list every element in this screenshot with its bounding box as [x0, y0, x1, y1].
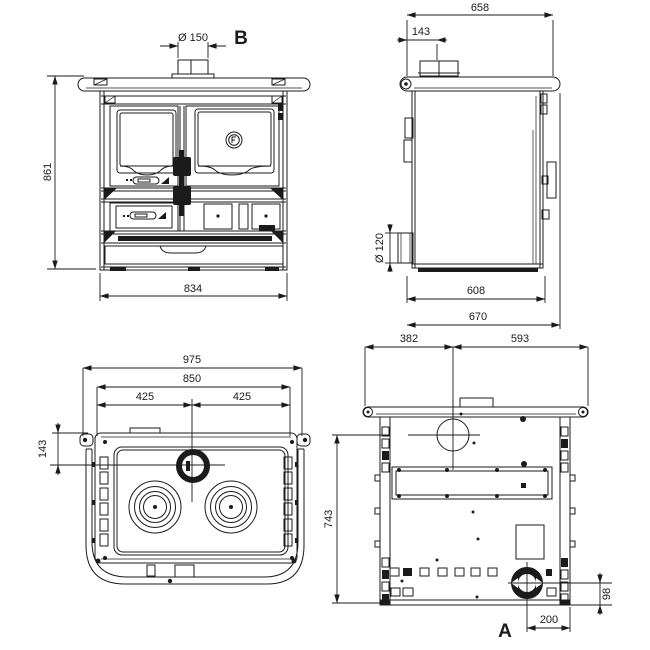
- top-centerlines: [50, 399, 225, 502]
- dim-text-rear-outlet-offset: 200: [540, 614, 558, 626]
- dim-top-halves: 425 425: [96, 391, 291, 408]
- section-label-b: B: [234, 28, 248, 49]
- side-cooktop-slab: [399, 76, 561, 92]
- dim-text-rear-flue-right: 593: [511, 333, 529, 345]
- oven-thermometer: [225, 131, 243, 149]
- dim-text-top-left-half: 425: [136, 391, 154, 403]
- dim-text-top-right-half: 425: [233, 391, 251, 403]
- rear-heat-shield: [391, 466, 553, 500]
- dim-side-body-depth: 608: [406, 276, 546, 303]
- front-cooktop-slab: [77, 77, 311, 92]
- dim-top-flue-offset: 143: [37, 423, 88, 475]
- rear-outlet-ring: [508, 562, 612, 632]
- dim-text-rear-height: 743: [323, 510, 335, 528]
- dim-side-total-depth: 670: [406, 93, 561, 329]
- dim-rear-outlet-height: 98: [570, 573, 613, 615]
- dim-side-outlet-diameter: Ø 120: [374, 224, 400, 272]
- rear-side-slots: [374, 426, 576, 604]
- dim-text-side-body-depth: 608: [467, 285, 485, 297]
- front-body: [99, 90, 288, 271]
- top-cooktop: [94, 427, 298, 564]
- dim-side-flue-offset: 143: [397, 26, 447, 60]
- dim-top-cooktop-width: 850: [96, 373, 291, 436]
- top-burner-right: [204, 480, 258, 534]
- dim-text-top-total-width: 975: [183, 354, 201, 366]
- dim-text-side-depth-top: 658: [471, 2, 489, 14]
- front-view: Ø 150 B 861 834: [42, 28, 311, 301]
- front-flue-collar: [171, 59, 215, 79]
- top-view: 975 850 425 425 143: [37, 354, 311, 585]
- rear-vent-rows: [389, 567, 557, 597]
- front-middle-band: [101, 187, 286, 203]
- rear-details: [400, 412, 545, 599]
- dim-text-top-flue-offset: 143: [37, 440, 49, 458]
- dim-text-side-total-depth: 670: [469, 311, 487, 323]
- rear-flue-hole: [408, 400, 480, 470]
- side-rear-outlet: [397, 232, 414, 264]
- top-flue-ring: [176, 449, 210, 483]
- front-oven-door: [185, 104, 283, 187]
- dim-rear-outlet-offset: 200: [526, 607, 571, 632]
- dim-text-side-outlet-diameter: Ø 120: [374, 233, 386, 263]
- dim-front-height: 861: [42, 75, 96, 270]
- front-lower-right-panels: [203, 203, 281, 231]
- dim-top-total-width: 975: [82, 354, 303, 436]
- front-lower-left-panel: [109, 202, 179, 232]
- top-burner-left: [128, 480, 182, 534]
- dim-text-rear-outlet-height: 98: [601, 588, 613, 600]
- side-body: [403, 90, 557, 272]
- dim-text-rear-flue-left: 382: [400, 333, 418, 345]
- dim-rear-flue-position: 382 593: [364, 333, 589, 418]
- dim-text-front-height: 861: [42, 163, 54, 181]
- dim-front-width: 834: [99, 273, 288, 301]
- rear-view: 382 593 743 98 200 A: [323, 333, 613, 642]
- dim-text-side-flue-offset: 143: [412, 26, 430, 38]
- dim-text-flue-diameter: Ø 150: [178, 32, 208, 44]
- dim-rear-height: 743: [323, 434, 390, 604]
- dim-front-flue-diameter: Ø 150: [160, 32, 226, 58]
- dim-side-depth-top: 658: [406, 2, 554, 76]
- dim-text-front-width: 834: [184, 283, 202, 295]
- front-firebox-door: [109, 105, 179, 187]
- dim-text-top-cooktop-width: 850: [183, 373, 201, 385]
- side-flue-collar: [418, 60, 460, 77]
- top-side-slots: [99, 456, 293, 547]
- rear-top-bar: [362, 397, 589, 418]
- front-ash-drawer: [101, 230, 286, 271]
- section-label-a: A: [498, 621, 512, 642]
- top-towel-rail: [79, 433, 311, 585]
- side-view: 658 143 Ø 120 608: [374, 2, 561, 329]
